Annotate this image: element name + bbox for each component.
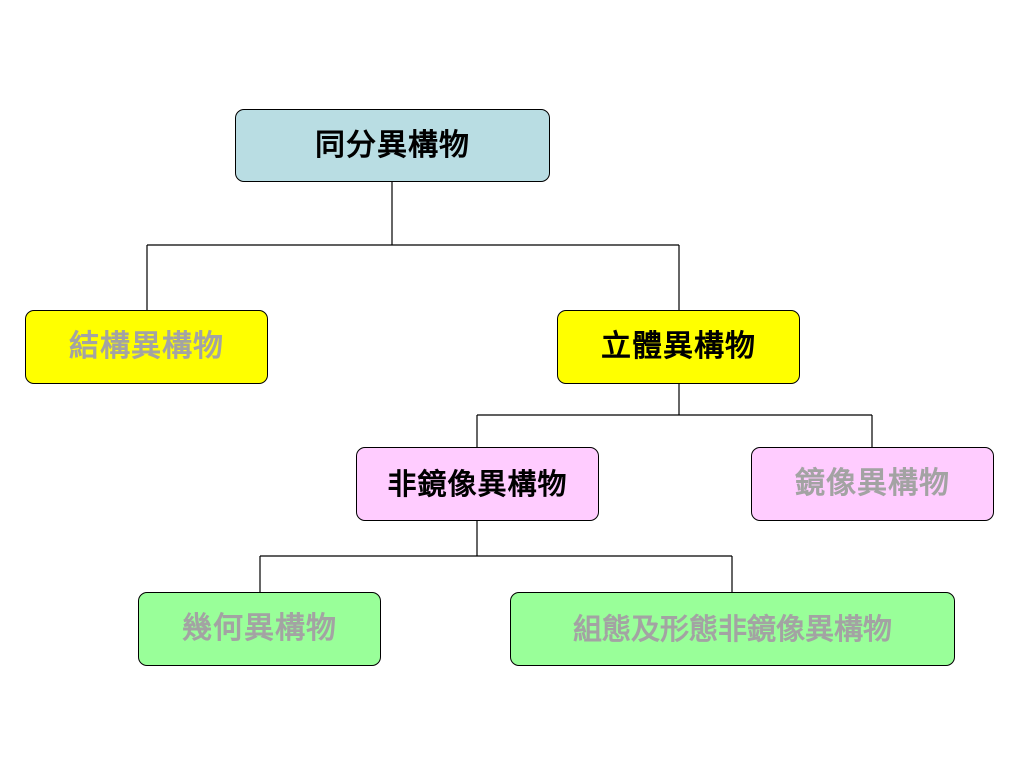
node-diastereomers[interactable]: 非鏡像異構物: [356, 447, 599, 521]
node-geometric-isomers-label: 幾何異構物: [182, 611, 337, 646]
connector-root: [146, 182, 680, 310]
node-geometric-isomers[interactable]: 幾何異構物: [138, 592, 381, 666]
node-isomers[interactable]: 同分異構物: [235, 109, 550, 182]
node-enantiomers[interactable]: 鏡像異構物: [751, 447, 994, 521]
connector-stereo: [476, 384, 873, 447]
node-stereoisomers-label: 立體異構物: [601, 329, 756, 364]
node-diastereomers-label: 非鏡像異構物: [387, 466, 568, 501]
connector-diastereomers: [259, 521, 733, 592]
node-enantiomers-label: 鏡像異構物: [795, 466, 950, 501]
node-isomers-label: 同分異構物: [315, 127, 470, 163]
node-conformational-diastereomers[interactable]: 組態及形態非鏡像異構物: [510, 592, 955, 666]
node-conformational-diastereomers-label: 組態及形態非鏡像異構物: [572, 611, 892, 646]
node-stereoisomers[interactable]: 立體異構物: [557, 310, 800, 384]
node-structural-isomers[interactable]: 結構異構物: [25, 310, 268, 384]
node-structural-isomers-label: 結構異構物: [69, 329, 224, 364]
